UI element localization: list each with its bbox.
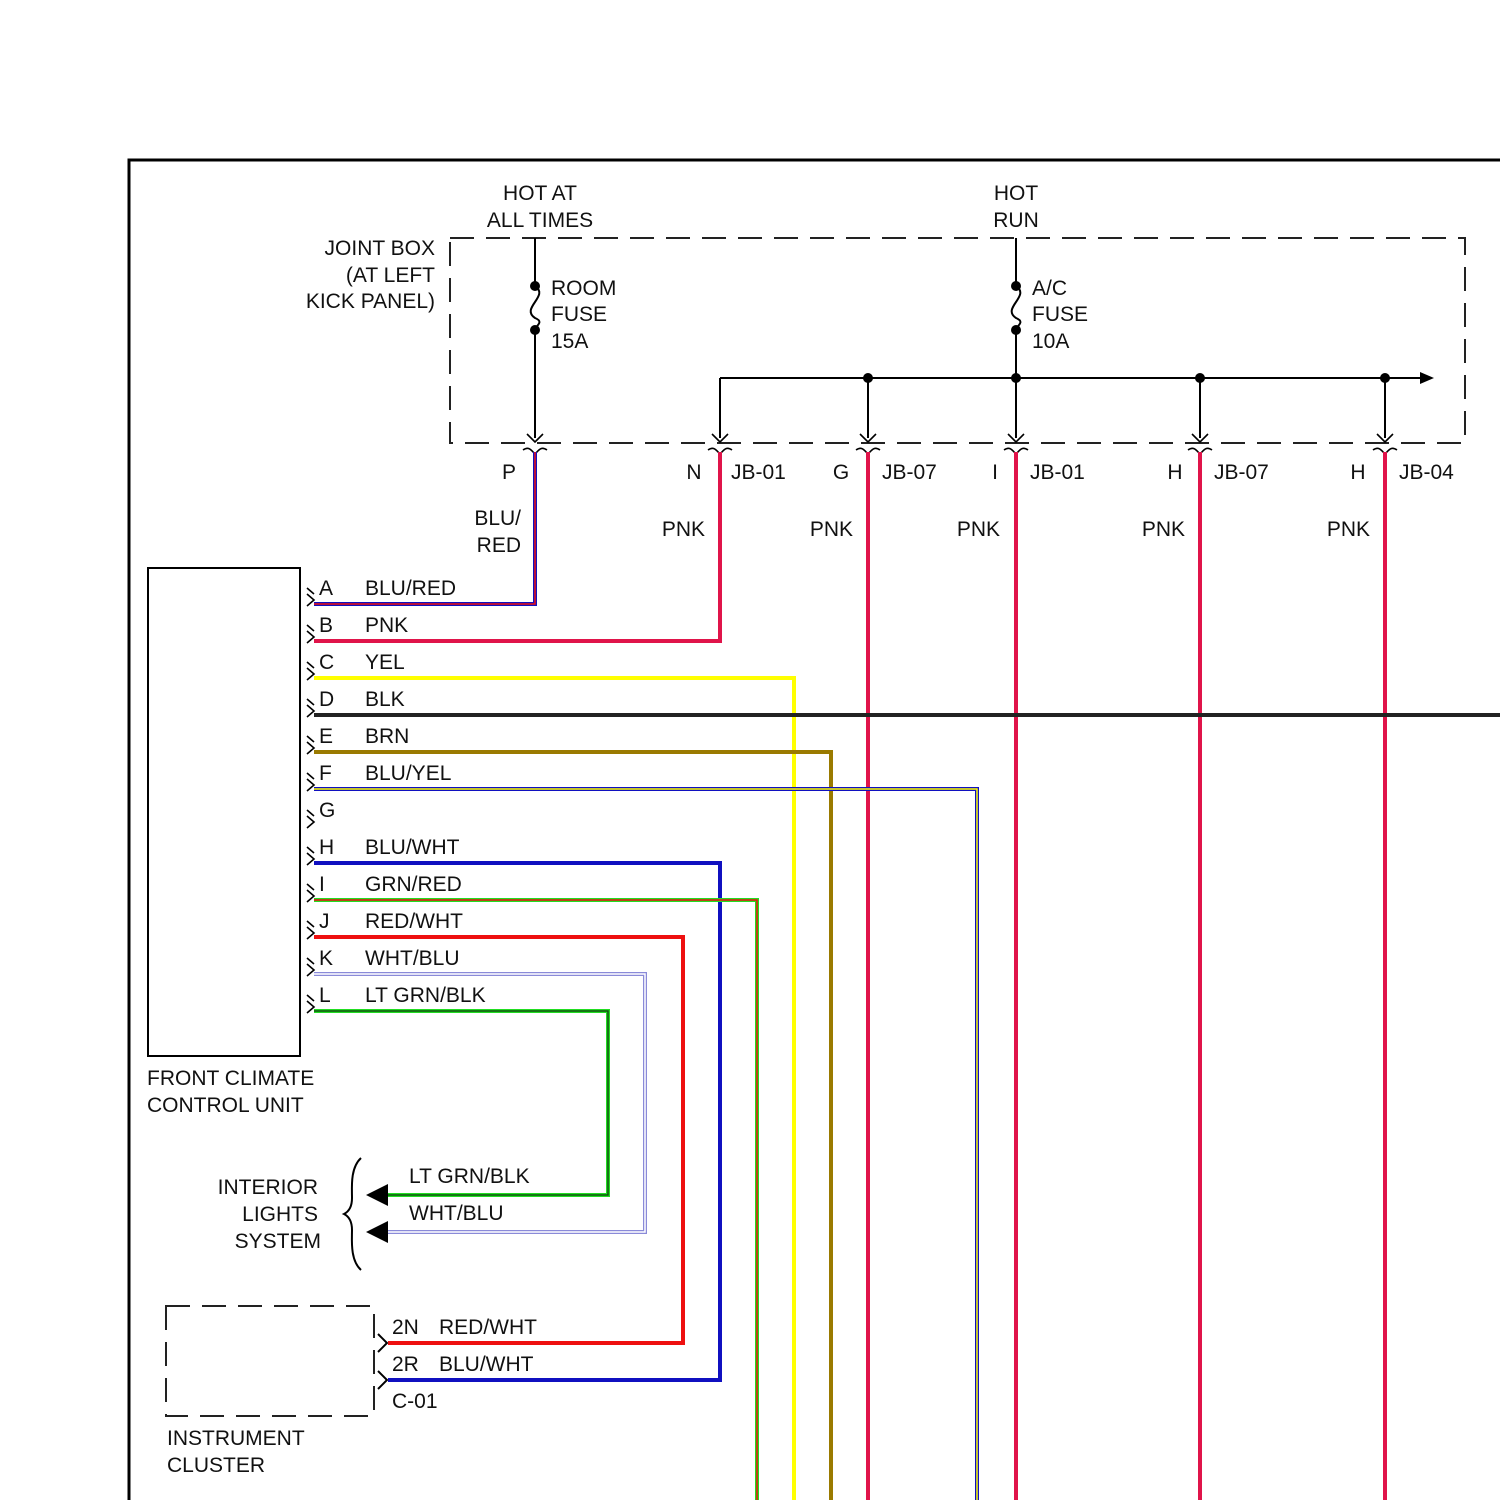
bus-splice-dot-1016	[1011, 373, 1021, 383]
room-fuse-symbol	[531, 286, 540, 330]
climate-pin-wire-a: BLU/RED	[365, 577, 456, 600]
climate-pin-connector-a	[307, 588, 314, 606]
climate-pin-connector-i	[307, 884, 314, 902]
instrument-cluster-label-2: CLUSTER	[167, 1454, 265, 1477]
interior-lights-label-1: INTERIOR	[218, 1176, 318, 1199]
climate-pin-wire-k: WHT/BLU	[365, 947, 460, 970]
climate-pin-wire-d: BLK	[365, 688, 405, 711]
terminal-pin-h-jb04: H	[1350, 461, 1365, 484]
wire-label-pnk-h4: PNK	[1327, 518, 1370, 541]
interior-lights-wire-label-1: LT GRN/BLK	[409, 1165, 530, 1188]
climate-pin-wire-b: PNK	[365, 614, 408, 637]
ac-fuse-symbol	[1012, 286, 1021, 330]
cluster-connector-c01: C-01	[392, 1390, 438, 1413]
climate-pin-e: E	[319, 725, 333, 748]
room-fuse-label-3: 15A	[551, 330, 588, 353]
interior-lights-label-2: LIGHTS	[242, 1203, 318, 1226]
climate-pin-f: F	[319, 762, 332, 785]
wire-label-pnk-i: PNK	[957, 518, 1000, 541]
wire-label-pnk-g: PNK	[810, 518, 853, 541]
joint-box-label-2: (AT LEFT	[346, 264, 435, 287]
cluster-wire-2r: BLU/WHT	[439, 1353, 534, 1376]
climate-pin-wire-e: BRN	[365, 725, 409, 748]
terminal-connector-jb04-h: JB-04	[1399, 461, 1454, 484]
climate-pin-h: H	[319, 836, 334, 859]
terminal-pin-g: G	[833, 461, 849, 484]
terminal-pin-h-jb07: H	[1167, 461, 1182, 484]
climate-pin-wire-l: LT GRN/BLK	[365, 984, 486, 1007]
hot-run-label-2: RUN	[993, 209, 1039, 232]
instrument-cluster-outline	[166, 1306, 374, 1416]
interior-lights-wire-label-2: WHT/BLU	[409, 1202, 504, 1225]
terminal-pin-i: I	[992, 461, 998, 484]
instrument-cluster-connector-2	[378, 1371, 387, 1389]
climate-pin-a: A	[319, 577, 333, 600]
climate-pin-wire-i: GRN/RED	[365, 873, 462, 896]
front-climate-control-unit-box	[148, 568, 300, 1056]
interior-lights-label-3: SYSTEM	[235, 1230, 321, 1253]
climate-pin-connector-e	[307, 736, 314, 754]
climate-unit-label-1: FRONT CLIMATE	[147, 1067, 314, 1090]
climate-pin-connector-l	[307, 995, 314, 1013]
terminal-pin-n: N	[686, 461, 701, 484]
cluster-pin-2r: 2R	[392, 1353, 419, 1376]
climate-pin-connector-d	[307, 699, 314, 717]
climate-pin-connector-j	[307, 921, 314, 939]
climate-pin-connector-c	[307, 662, 314, 680]
climate-pin-c: C	[319, 651, 334, 674]
climate-pin-connector-k	[307, 958, 314, 976]
climate-pin-b: B	[319, 614, 333, 637]
climate-pin-wire-h: BLU/WHT	[365, 836, 460, 859]
climate-pin-wire-j: RED/WHT	[365, 910, 463, 933]
climate-pin-l: L	[319, 984, 331, 1007]
joint-box-label-3: KICK PANEL)	[306, 290, 435, 313]
climate-pin-d: D	[319, 688, 334, 711]
climate-pin-j: J	[319, 910, 330, 933]
wire-label-blu-red-2: RED	[477, 534, 521, 557]
cluster-pin-2n: 2N	[392, 1316, 419, 1339]
climate-pin-connector-b	[307, 625, 314, 643]
climate-pin-wire-c: YEL	[365, 651, 405, 674]
wires	[314, 452, 1500, 1500]
climate-pin-i: I	[319, 873, 325, 896]
wire-blu-wht-h	[314, 863, 720, 1380]
hot-run-label-1: HOT	[994, 182, 1039, 205]
wire-label-pnk-n: PNK	[662, 518, 705, 541]
cluster-wire-2n: RED/WHT	[439, 1316, 537, 1339]
ac-fuse-label-1: A/C	[1032, 277, 1067, 300]
room-fuse-label-1: ROOM	[551, 277, 616, 300]
terminal-pin-p: P	[502, 461, 516, 484]
climate-pin-g: G	[319, 799, 335, 822]
climate-pin-wire-f: BLU/YEL	[365, 762, 451, 785]
wire-label-pnk-h7: PNK	[1142, 518, 1185, 541]
ac-fuse-label-3: 10A	[1032, 330, 1069, 353]
terminal-connector-jb07-h: JB-07	[1214, 461, 1269, 484]
interior-lights-arrow-1-icon	[366, 1184, 388, 1206]
joint-box-label-1: JOINT BOX	[325, 237, 435, 260]
terminal-connector-jb01-n: JB-01	[731, 461, 786, 484]
interior-lights-brace	[344, 1158, 361, 1270]
page-frame	[129, 160, 1500, 1500]
joint-box-outline	[450, 238, 1465, 443]
instrument-cluster-label-1: INSTRUMENT	[167, 1427, 305, 1450]
hot-at-all-times-label-2: ALL TIMES	[487, 209, 593, 232]
climate-pin-connector-h	[307, 847, 314, 865]
terminal-connector-jb07-g: JB-07	[882, 461, 937, 484]
climate-unit-label-2: CONTROL UNIT	[147, 1094, 304, 1117]
ac-bus-arrow-icon	[1420, 372, 1434, 384]
interior-lights-arrow-2-icon	[366, 1221, 388, 1243]
instrument-cluster-connector-1	[378, 1334, 387, 1352]
ac-fuse-label-2: FUSE	[1032, 303, 1088, 326]
climate-pin-k: K	[319, 947, 333, 970]
terminal-connector-jb01-i: JB-01	[1030, 461, 1085, 484]
hot-at-all-times-label-1: HOT AT	[503, 182, 577, 205]
climate-pin-connector-g	[307, 810, 314, 828]
room-fuse-label-2: FUSE	[551, 303, 607, 326]
climate-pin-connector-f	[307, 773, 314, 791]
wire-label-blu-red-1: BLU/	[474, 507, 521, 530]
